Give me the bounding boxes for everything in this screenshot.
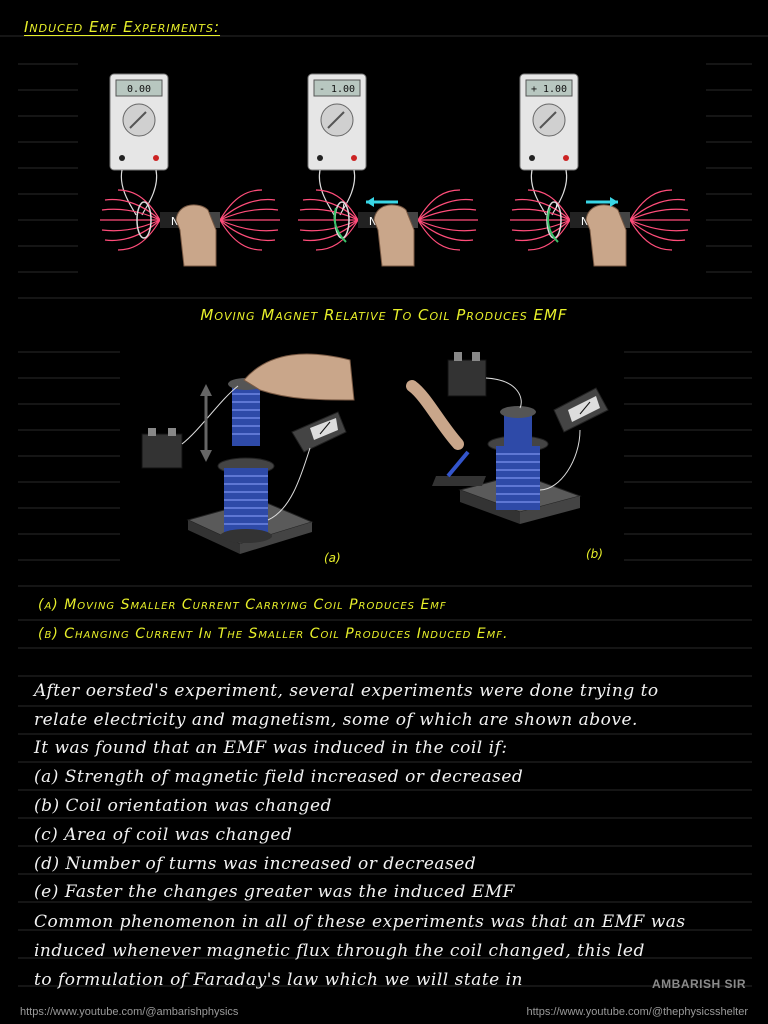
- note-line-10: induced whenever magnetic flux through t…: [34, 941, 645, 961]
- note-line-5: (b) Coil orientation was changed: [34, 796, 332, 816]
- credit-link-right[interactable]: https://www.youtube.com/@thephysicsshelt…: [526, 1006, 749, 1018]
- note-line-7: (d) Number of turns was increased or dec…: [34, 854, 477, 874]
- author-watermark: AMBARISH SIR: [651, 977, 746, 991]
- credit-link-left[interactable]: https://www.youtube.com/@ambarishphysics: [20, 1006, 239, 1018]
- note-line-9: Common phenomenon in all of these experi…: [34, 912, 686, 932]
- coil-experiments-figure: (a) (b): [141, 352, 609, 565]
- note-line-2: relate electricity and magnetism, some o…: [34, 710, 638, 730]
- note-line-6: (c) Area of coil was changed: [34, 825, 293, 845]
- current-label-2: I: [342, 203, 345, 213]
- pole-n-2: N: [369, 215, 377, 228]
- setup-1: 0.00 N S: [100, 73, 281, 267]
- note-line-3: It was found that an EMF was induced in …: [34, 738, 508, 758]
- caption-b: (b) Changing Current In The Smaller Coil…: [38, 626, 509, 642]
- caption-moving-magnet: Moving Magnet Relative To Coil Produces …: [200, 306, 568, 324]
- pole-n-3: N: [581, 215, 589, 228]
- page-title: Induced Emf Experiments:: [24, 18, 221, 36]
- caption-a: (a) Moving Smaller Current Carrying Coil…: [38, 597, 447, 613]
- setup-2: - 1.00 N S I: [297, 73, 479, 267]
- setup-3: + 1.00 N S I: [509, 73, 691, 267]
- meter-1-reading: 0.00: [127, 84, 151, 95]
- magnet-coil-figure: 0.00 N S - 1.00: [100, 73, 691, 267]
- meter-2-reading: - 1.00: [319, 84, 355, 95]
- note-line-1: After oersted's experiment, several expe…: [34, 681, 659, 701]
- pole-n-1: N: [171, 215, 179, 228]
- note-line-8: (e) Faster the changes greater was the i…: [34, 882, 515, 902]
- meter-3-reading: + 1.00: [531, 84, 567, 95]
- panel-label-b: (b): [586, 547, 603, 561]
- panel-b: (b): [406, 352, 609, 561]
- panel-label-a: (a): [324, 551, 341, 565]
- current-label-3: I: [555, 203, 558, 213]
- note-line-4: (a) Strength of magnetic field increased…: [34, 767, 524, 787]
- panel-a: (a): [141, 353, 355, 565]
- note-line-11: to formulation of Faraday's law which we…: [34, 970, 524, 990]
